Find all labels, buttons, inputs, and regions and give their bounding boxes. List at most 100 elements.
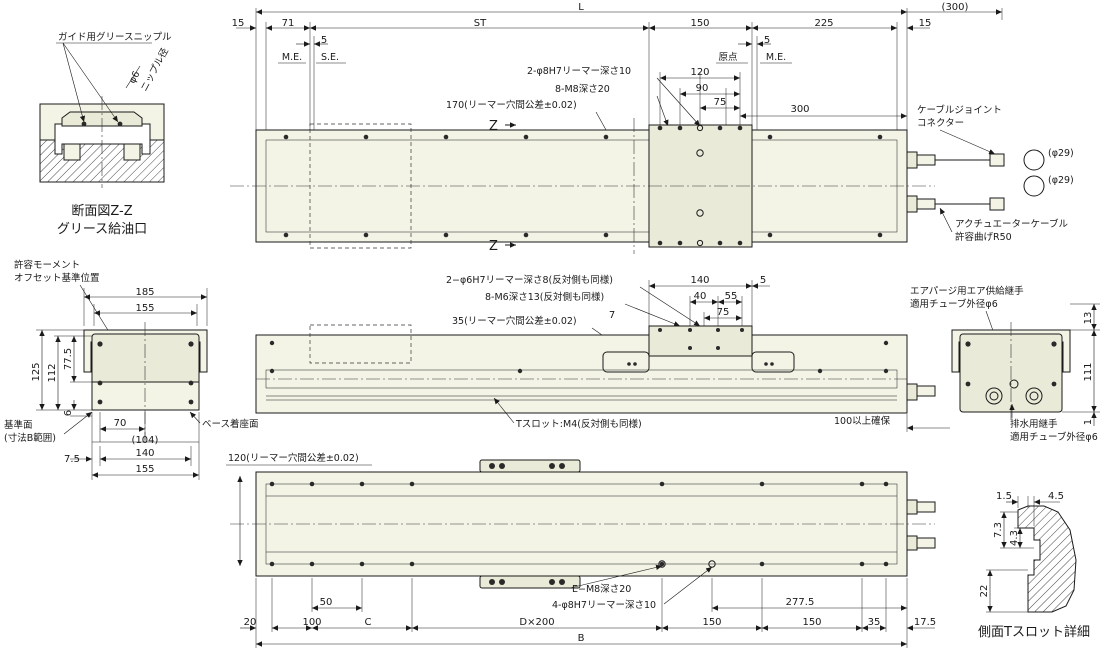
dim-75-front: 75 [717, 307, 730, 318]
note-m8-bottom: E−M8深さ20 [572, 584, 631, 595]
dim-71: 71 [282, 18, 295, 29]
front-cover-left [602, 351, 650, 373]
section-view: ガイド用グリースニップル φ6 ニップル径 断面図Z-Z グリース給油口 [39, 31, 172, 237]
dim-Dx200: D×200 [519, 617, 554, 628]
right-end-air-port [1009, 379, 1019, 389]
dim-C: C [365, 617, 372, 628]
label-me-right: M.E. [766, 52, 786, 63]
front-cover-right [751, 351, 795, 373]
top-connectors [906, 149, 1045, 213]
right-end-port-2 [1025, 387, 1043, 405]
dim-112: 112 [47, 363, 58, 382]
label-phi6: φ6 [127, 69, 142, 85]
dim-4-3: 4.3 [1009, 530, 1020, 546]
dim-150: 150 [690, 18, 709, 29]
front-carriage-phantom [309, 324, 412, 364]
dim-6: 6 [63, 410, 74, 416]
dim-B: B [578, 633, 585, 644]
tslot-detail: 1.5 4.5 7.3 4.3 22 側面Tスロット詳細 [978, 491, 1090, 640]
front-bolts [269, 328, 889, 374]
left-end-bolts [97, 341, 194, 405]
tslot-profile [1017, 505, 1077, 613]
dim-20: 20 [244, 617, 257, 628]
caption-grease-port: グリース給油口 [57, 222, 147, 237]
note-reamer-front: 2−φ6H7リーマー深さ8(反対側も同様) [446, 274, 613, 286]
front-connector [906, 383, 918, 401]
note-m6-front: 8-M6深さ13(反対側も同様) [485, 291, 604, 303]
note-170: 170(リーマー穴間公差±0.02) [446, 99, 577, 111]
phi29-circle-a [1023, 149, 1045, 171]
dim-150a: 150 [702, 617, 721, 628]
label-cable-joint-2: コネクター [917, 118, 964, 129]
dim-140-front: 140 [690, 275, 709, 286]
label-cable-joint-1: ケーブルジョイント [917, 104, 1002, 116]
section-grease-port-left [81, 121, 87, 127]
right-end-bolts [965, 341, 1057, 387]
dim-7-3: 7.3 [993, 522, 1004, 538]
dim-150b: 150 [802, 617, 821, 628]
label-moment-1: 許容モーメント [14, 259, 80, 271]
right-end-view: エアパージ用エア供給継手 適用チューブ外径φ6 13 111 1 排水用継手 適… [910, 285, 1100, 443]
section-rail-right [123, 143, 141, 161]
front-base-body [255, 334, 908, 414]
top-view: L (300) 15 71 ST 150 225 15 5 M.E. S.E. … [230, 2, 1074, 254]
dim-55-front: 55 [725, 291, 738, 302]
note-reamer-top: 2-φ8H7リーマー深さ10 [527, 66, 631, 77]
dim-155-top: 155 [135, 303, 154, 314]
dim-120: 120 [690, 67, 709, 78]
dim-185: 185 [135, 287, 154, 298]
dim-15-left: 15 [232, 18, 245, 29]
label-moment-2: オフセット基準位置 [14, 272, 100, 284]
dim-7-front: 7 [609, 310, 615, 321]
label-air-purge-2: 適用チューブ外径φ6 [910, 298, 998, 310]
dim-50: 50 [320, 597, 333, 608]
left-end-view: 許容モーメント オフセット基準位置 185 155 125 112 77.5 [4, 259, 259, 480]
note-reamer-bottom: 4-φ8H7リーマー深さ10 [552, 600, 656, 611]
note-120-bottom: 120(リーマー穴間公差±0.02) [228, 452, 359, 464]
dim-1: 1 [1083, 419, 1094, 425]
dim-155-bot: 155 [135, 464, 154, 475]
label-actuator-cable-1: アクチュエーターケーブル [955, 218, 1068, 230]
label-grease-nipple: ガイド用グリースニップル [58, 31, 172, 43]
dim-L: L [578, 2, 584, 13]
dim-125: 125 [31, 362, 42, 381]
dim-100: 100 [302, 617, 321, 628]
dim-4-5: 4.5 [1048, 491, 1064, 502]
left-end-base [91, 381, 200, 411]
note-35-front: 35(リーマー穴間公差±0.02) [452, 315, 577, 327]
dim-17-5: 17.5 [914, 617, 936, 628]
label-nipple-dia: ニップル径 [138, 45, 171, 93]
top-base-bolts [283, 134, 883, 238]
dim-5-right: 5 [764, 35, 770, 46]
label-tslot-front: Tスロット:M4(反対側も同様) [515, 418, 642, 430]
phi29-circle-b [1023, 175, 1045, 197]
label-me-left: M.E. [282, 52, 302, 63]
caption-section-zz: 断面図Z-Z [71, 204, 132, 219]
section-rail-left [63, 143, 81, 161]
dim-90: 90 [696, 83, 709, 94]
label-base-mount: ベース着座面 [202, 418, 259, 430]
label-se-left: S.E. [321, 52, 339, 63]
dim-15-right: 15 [919, 18, 932, 29]
front-carriage [648, 325, 753, 357]
dim-225: 225 [814, 18, 833, 29]
label-origin: 原点 [718, 52, 738, 63]
label-min100: 100以上確保 [834, 415, 891, 427]
caption-tslot-detail: 側面Tスロット詳細 [978, 624, 1090, 640]
dim-5-front: 5 [760, 275, 766, 286]
dim-104: (104) [132, 435, 159, 446]
label-drain-2: 適用チューブ外径φ6 [1010, 431, 1098, 443]
label-ref-2: (寸法B範囲) [4, 432, 56, 444]
dim-ST: ST [474, 18, 487, 29]
dim-277-5: 277.5 [786, 597, 815, 608]
bottom-bolts [269, 463, 889, 585]
dim-7-5: 7.5 [64, 454, 80, 465]
label-phi29-b: (φ29) [1048, 175, 1074, 186]
label-phi29-a: (φ29) [1048, 148, 1074, 159]
dim-22: 22 [979, 585, 990, 598]
bottom-carriage-bottom [479, 575, 581, 589]
dim-77-5: 77.5 [63, 348, 74, 370]
z-mark-bottom: Z [489, 239, 498, 254]
section-grease-port-right [117, 121, 123, 127]
